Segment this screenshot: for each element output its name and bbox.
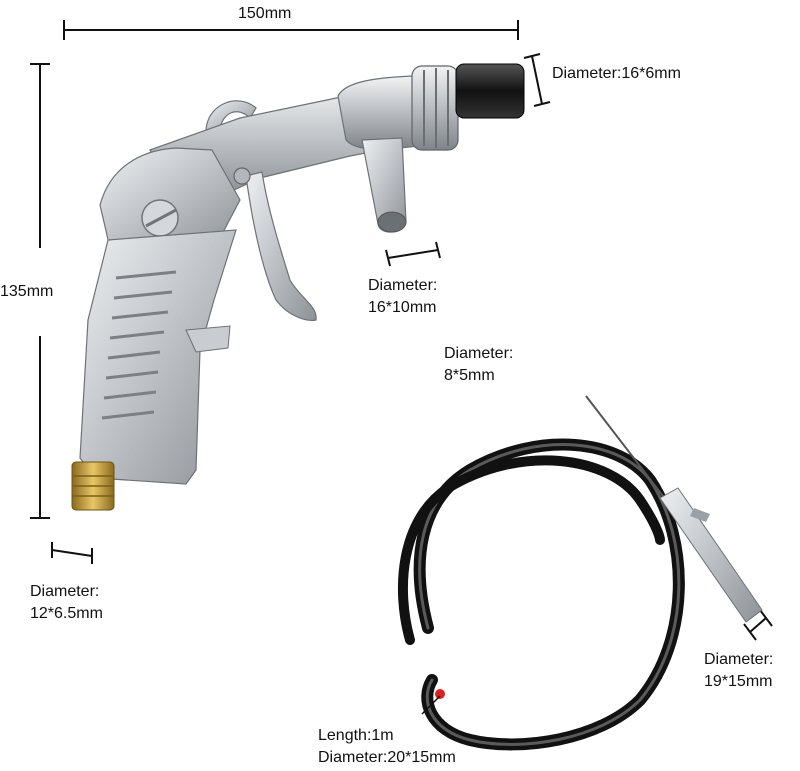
air-inlet-diameter-label: Diameter: xyxy=(30,583,100,600)
pickup-tube-dimension-bracket xyxy=(743,609,773,641)
grip-ridges xyxy=(101,270,177,420)
sandblast-gun xyxy=(71,63,525,511)
sand-inlet-diameter-label: Diameter: xyxy=(368,277,438,294)
width-dimension-line xyxy=(63,20,519,40)
nozzle-tip xyxy=(455,63,525,119)
pickup-tube-diameter-label: Diameter: xyxy=(704,651,774,668)
gun-rear-housing xyxy=(99,147,241,249)
hose-inner-diameter-value: 8*5mm xyxy=(444,367,495,384)
gun-hang-hook xyxy=(205,100,257,133)
height-dimension-label: 135mm xyxy=(0,283,54,300)
handle-tab xyxy=(185,325,231,353)
height-dimension-line xyxy=(30,63,50,519)
pickup-tube xyxy=(585,395,763,623)
pickup-tube-diameter-value: 19*15mm xyxy=(704,673,773,690)
nozzle-diameter-label: Diameter:16*6mm xyxy=(552,65,681,82)
nozzle-body xyxy=(337,75,419,150)
trigger-pivot xyxy=(233,167,251,185)
air-inlet-dimension-bracket xyxy=(51,542,93,564)
gun-trigger xyxy=(245,171,317,321)
hose-length-marker xyxy=(435,689,445,699)
gun-handle xyxy=(79,229,237,485)
pickup-hose xyxy=(398,438,685,751)
nozzle-dimension-bracket xyxy=(523,53,551,107)
hose-inner-diameter-label: Diameter: xyxy=(444,345,514,362)
width-dimension-label: 150mm xyxy=(238,5,292,22)
sand-inlet-diameter-value: 16*10mm xyxy=(368,299,437,316)
hose-diameter-label: Diameter:20*15mm xyxy=(318,749,456,766)
sand-inlet-dimension-bracket xyxy=(385,241,441,267)
hose-length-label: Length:1m xyxy=(318,727,394,744)
air-inlet-diameter-value: 12*6.5mm xyxy=(30,605,103,622)
